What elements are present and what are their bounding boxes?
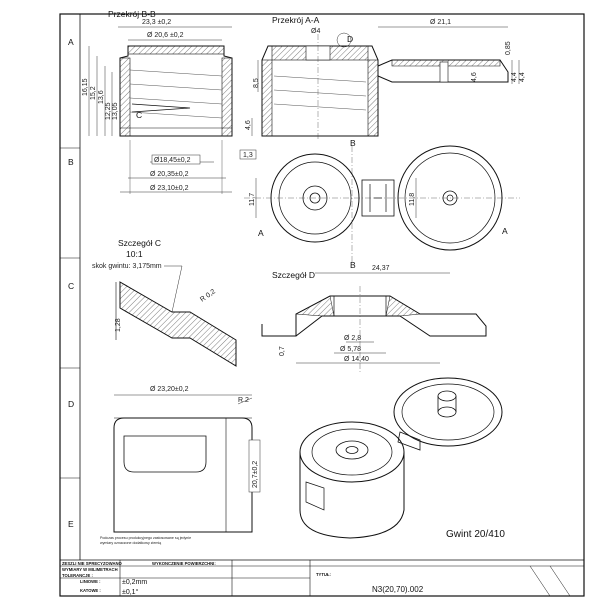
detail-c-title: Szczegół C — [118, 238, 161, 248]
marker-d: D — [347, 34, 353, 44]
dim-bb-h5: 13,05 — [112, 102, 119, 120]
drawing-frame: A B C D E — [59, 13, 585, 597]
tb-col1-line-1: ZESZLI NIE SPRECYZOWANO — [62, 561, 123, 566]
marker-a-right: A — [502, 226, 508, 236]
dim-aa-h: 8,5 — [253, 78, 260, 88]
detail-d: Szczegół D Ø 2,8 Ø 5,78 Ø 14,40 0,7 — [261, 270, 487, 372]
grid-row-e: E — [68, 519, 74, 529]
dim-aa-hole: Ø4 — [311, 28, 320, 35]
dim-d-h: 0,7 — [279, 346, 286, 356]
side-view: Ø 23,20±0,2 R 2 20,7±0,2 — [113, 386, 261, 533]
section-aa-title: Przekrój A-A — [272, 15, 320, 25]
tb-finish-label: WYKONCZENIE POWIERZCHNI: — [152, 561, 216, 566]
dim-d-d1: Ø 2,8 — [344, 335, 361, 342]
tb-angular-value: ±0,1° — [122, 588, 139, 596]
tb-col1-line-2: WYMIARY W MILIMETRACH — [62, 567, 118, 572]
thread-label: Gwint 20/410 — [446, 529, 505, 540]
top-view: B B A A 11,7 11,8 24,37 — [244, 138, 520, 274]
dim-aa-h3: 4,4 — [511, 72, 518, 82]
grid-row-b: B — [68, 157, 74, 167]
dim-bb-h6: 4,6 — [245, 120, 252, 130]
detail-d-title: Szczegół D — [272, 270, 315, 280]
section-bb: Przekrój B-B 23,3 ±0,2 Ø 20,6 ±0,2 16,15… — [82, 9, 257, 194]
dim-bb-h4: 12,25 — [105, 102, 112, 120]
marker-b-top: B — [350, 138, 356, 148]
tb-linear-label: LINIOWE : — [80, 579, 100, 584]
dim-bb-h3: 13,6 — [98, 90, 105, 104]
dim-bb-d2: Ø 20,35±0,2 — [150, 171, 189, 178]
tb-col1-line-3: TOLERANCJE : — [62, 573, 93, 578]
dim-side-dia: Ø 23,20±0,2 — [150, 386, 189, 393]
dim-bb-h2: 15,2 — [90, 86, 97, 100]
detail-c-note: skok gwintu: 3,175mm — [92, 263, 162, 270]
dim-aa-h2: 4,6 — [471, 72, 478, 82]
dim-top-len: 24,37 — [372, 265, 390, 272]
note-line-2: wymiary oznaczone dodatkowy ziemią — [100, 541, 161, 545]
grid-row-c: C — [68, 281, 74, 291]
production-note: Podczas procesu produkcyjnego zastosowan… — [100, 536, 191, 545]
dim-side-h: 20,7±0,2 — [252, 461, 259, 488]
tb-drawing-number: N3(20,70).002 — [372, 585, 424, 594]
isometric-view: Gwint 20/410 — [299, 377, 505, 540]
marker-c: C — [136, 110, 142, 120]
dim-d-d3: Ø 14,40 — [344, 356, 369, 363]
section-bb-title: Przekrój B-B — [108, 9, 156, 19]
detail-c: Szczegół C 10:1 skok gwintu: 3,175mm R 0… — [92, 238, 237, 367]
dim-c-h: 1,28 — [115, 318, 122, 332]
dim-bb-h1: 16,15 — [82, 78, 89, 96]
tb-linear-value: ±0,2mm — [122, 579, 147, 586]
section-aa: Przekrój A-A Ø4 D 8,5 Ø 21,1 0,85 4,6 4,… — [253, 15, 526, 140]
dim-bb-gap: 1,3 — [243, 152, 253, 159]
marker-b-bottom: B — [350, 260, 356, 270]
title-block: ZESZLI NIE SPRECYZOWANO WYMIARY W MILIME… — [60, 560, 584, 597]
dim-side-radius: R 2 — [238, 397, 249, 404]
tb-angular-label: KATOWE : — [80, 588, 101, 593]
dim-top-h2: 11,8 — [409, 193, 416, 206]
dim-aa-t: 0,85 — [505, 41, 512, 55]
dim-c-radius: R 0,2 — [199, 288, 217, 303]
dim-bb-width: 23,3 ±0,2 — [142, 19, 171, 26]
dim-bb-d1: Ø18,45±0,2 — [154, 157, 191, 164]
dim-aa-h4: 4,4 — [519, 72, 526, 82]
dim-bb-d3: Ø 23,10±0,2 — [150, 185, 189, 192]
dim-aa-lid-dia: Ø 21,1 — [430, 19, 451, 26]
marker-a-left: A — [258, 228, 264, 238]
dim-top-h1: 11,7 — [249, 193, 256, 206]
dim-bb-inner-dia: Ø 20,6 ±0,2 — [147, 32, 184, 39]
detail-c-scale: 10:1 — [126, 249, 143, 259]
tb-title-label: TYTUŁ: — [316, 572, 331, 577]
dim-d-d2: Ø 5,78 — [340, 346, 361, 353]
grid-row-d: D — [68, 399, 74, 409]
grid-row-a: A — [68, 37, 74, 47]
note-line-1: Podczas procesu produkcyjnego zastosowan… — [100, 536, 191, 540]
